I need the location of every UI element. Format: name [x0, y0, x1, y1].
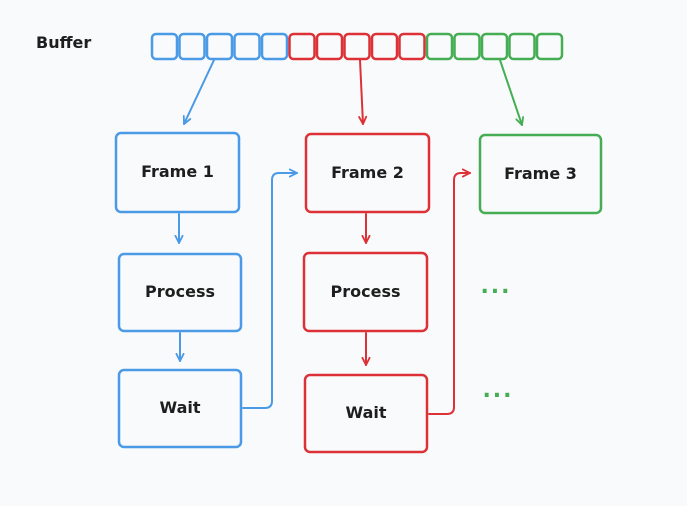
frame-1-box [114, 131, 241, 214]
column-frame-3: Frame 3 ... ... [478, 133, 603, 403]
buffer-cell-12 [453, 32, 481, 61]
buffer-cell-4 [233, 32, 261, 61]
buffer-cell-14 [508, 32, 536, 61]
process-1-box [117, 252, 243, 333]
frame-3-label: Frame 3 [504, 164, 577, 183]
buffer-cell-11 [425, 32, 454, 61]
buffer-cell-10 [398, 32, 426, 61]
buffer-strip [150, 32, 564, 61]
frame-2-label: Frame 2 [331, 163, 404, 182]
buffer-cell-15 [535, 32, 564, 61]
frame-1-label: Frame 1 [141, 162, 214, 181]
wait-2-box [303, 373, 429, 454]
arrow-buffer-to-frame-3 [499, 59, 525, 126]
continuation-dots-1: ... [480, 274, 511, 299]
arrow-buffer-to-frame-1 [182, 59, 215, 125]
arrow-wait-1-to-frame-2 [242, 168, 298, 409]
buffer-cell-3 [205, 32, 234, 61]
column-frame-1: Frame 1 Process Wait [114, 131, 298, 449]
process-1-label: Process [145, 282, 215, 301]
frame-3-box [478, 133, 603, 215]
buffer-cell-5 [260, 32, 289, 61]
wait-2-label: Wait [345, 403, 386, 422]
arrow-buffer-to-frame-2 [358, 59, 368, 125]
buffer-cell-8 [343, 32, 371, 61]
buffer-cell-6 [288, 32, 316, 61]
arrow-wait-2-to-frame-3 [428, 168, 471, 415]
process-2-label: Process [331, 282, 401, 301]
buffer-cell-7 [315, 32, 344, 61]
buffer-cell-13 [480, 32, 509, 61]
frame-2-box [304, 132, 431, 214]
buffer-to-frame-arrows [182, 59, 525, 126]
buffer-cell-2 [178, 32, 206, 61]
column-frame-2: Frame 2 Process Wait [302, 132, 471, 454]
process-2-box [302, 251, 429, 333]
wait-1-label: Wait [159, 398, 200, 417]
buffer-cell-1 [150, 32, 179, 61]
continuation-dots-2: ... [482, 378, 513, 403]
wait-1-box [117, 368, 243, 449]
buffer-cell-9 [370, 32, 399, 61]
buffer-label: Buffer [36, 33, 91, 52]
